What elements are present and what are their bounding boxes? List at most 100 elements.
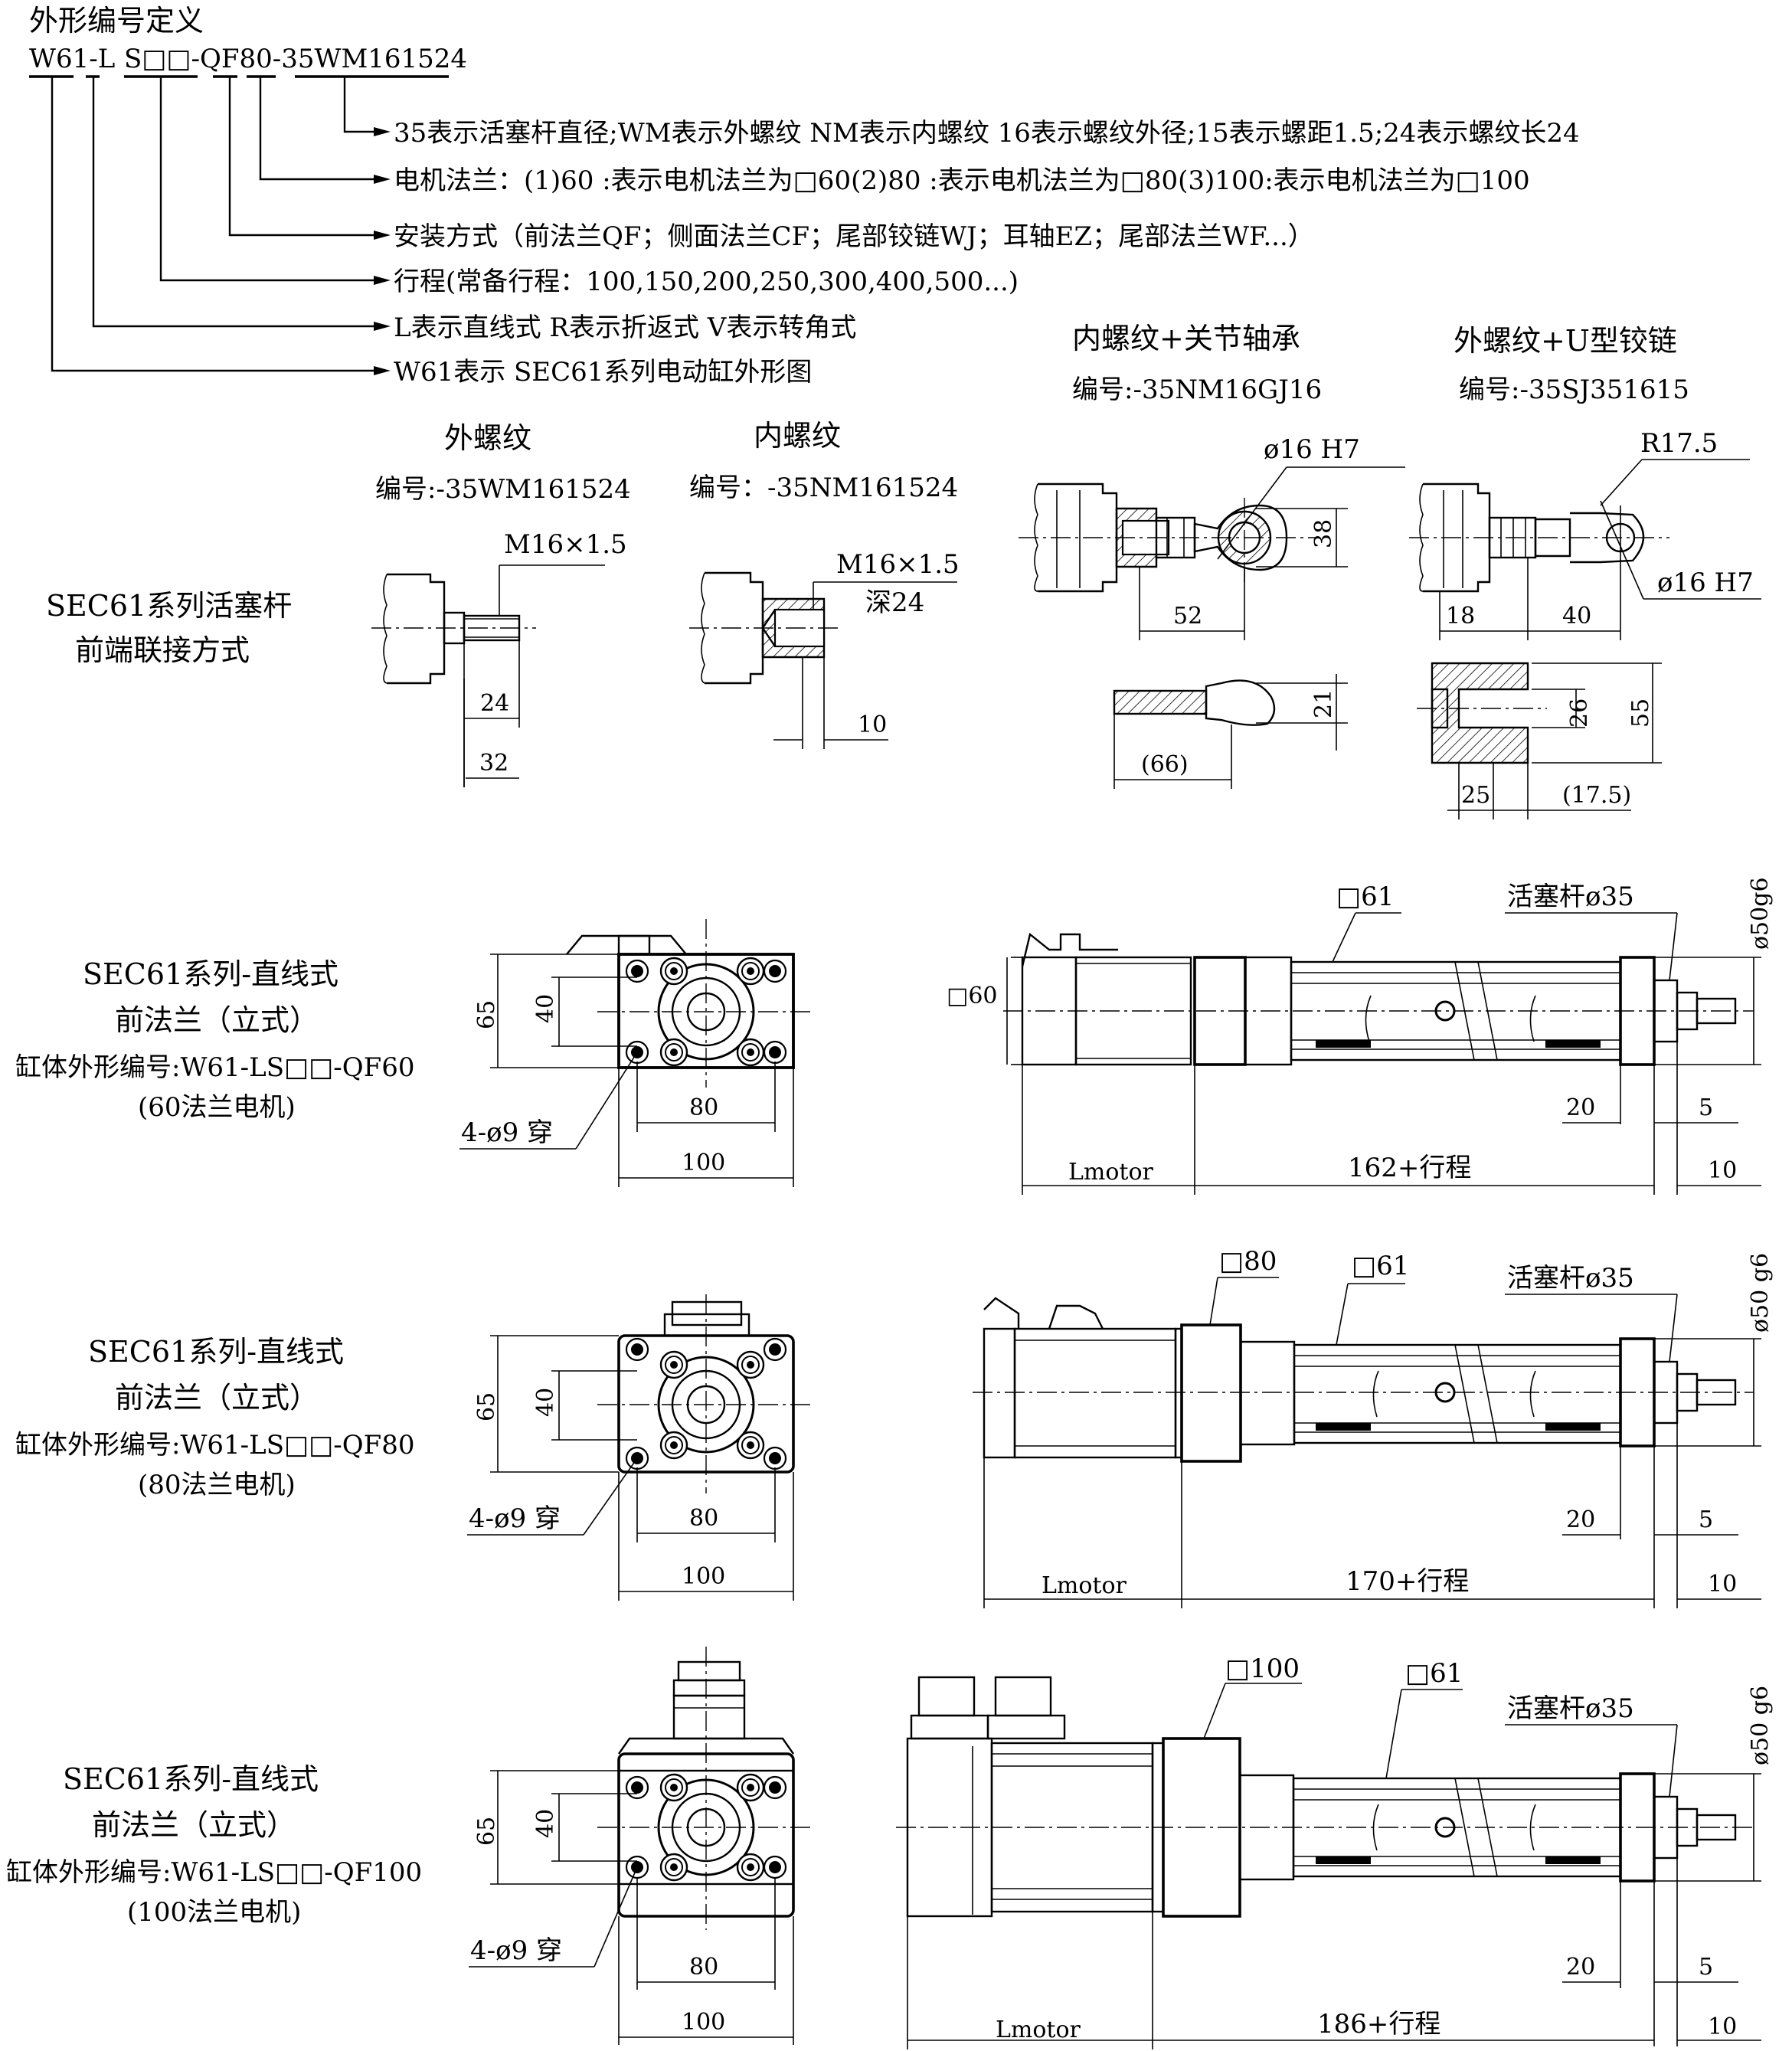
view-qf60: SEC61系列-直线式 前法兰（立式） 缸体外形编号:W61-LS□□-QF60…: [15, 877, 1774, 1195]
v1-dim-10: 10: [1708, 1157, 1737, 1184]
v3-dim-65: 65: [473, 1817, 500, 1846]
code-part-prefix: W61-L: [29, 44, 115, 74]
v2-flange-sq: □80: [1219, 1246, 1277, 1277]
code-item-series: W61表示 SEC61系列电动缸外形图: [394, 357, 812, 388]
code-definition: 外形编号定义 W61-L S□□-QF80-35WM161524: [29, 4, 1580, 388]
clevis-dim-17-5: (17.5): [1562, 782, 1631, 809]
joint-dim-38: 38: [1310, 519, 1337, 548]
v2-dim-40: 40: [532, 1388, 559, 1417]
v2-dim-100: 100: [682, 1563, 725, 1590]
v2-tube-sq: □61: [1352, 1251, 1409, 1281]
v1-label-4: (60法兰电机): [138, 1092, 296, 1123]
v2-dim-5: 5: [1699, 1506, 1713, 1533]
joint-dim-66: (66): [1141, 751, 1189, 778]
joint-bearing-view: 内螺纹+关节轴承 编号:-35NM16GJ16 ø16 H7 38: [1019, 322, 1405, 789]
v3-dim-20: 20: [1566, 1954, 1595, 1981]
joint-code: 编号:-35NM16GJ16: [1072, 375, 1322, 405]
v1-label-1: SEC61系列-直线式: [83, 957, 338, 991]
v3-label-1: SEC61系列-直线式: [63, 1762, 319, 1796]
rod-end-label-2: 前端联接方式: [75, 633, 250, 667]
v1-side-view: □60 □61 活塞杆ø35 ø50g6 20 5 Lmotor 162+行程: [947, 877, 1774, 1195]
v1-rod: 活塞杆ø35: [1507, 882, 1634, 912]
v1-lmotor: Lmotor: [1068, 1159, 1154, 1186]
v2-label-4: (80法兰电机): [138, 1470, 296, 1500]
v1-body: 162+行程: [1348, 1153, 1471, 1183]
ext-thread-size: M16×1.5: [504, 529, 627, 560]
v1-dim-40: 40: [532, 994, 559, 1023]
v3-dim-40: 40: [532, 1809, 559, 1838]
v2-side-view: □80 □61 活塞杆ø35 ø50 g6 20 5 Lmotor 170+行: [973, 1246, 1774, 1608]
v2-holes: 4-ø9 穿: [469, 1503, 561, 1534]
clevis-dim-55: 55: [1627, 698, 1654, 728]
v2-lmotor: Lmotor: [1042, 1572, 1127, 1599]
v1-dim-5: 5: [1699, 1094, 1713, 1121]
joint-title: 内螺纹+关节轴承: [1072, 322, 1300, 355]
v2-dim-10: 10: [1708, 1571, 1737, 1598]
v1-dim-20: 20: [1566, 1094, 1595, 1121]
clevis-dim-26: 26: [1566, 698, 1593, 728]
rod-end-label-1: SEC61系列活塞杆: [46, 589, 292, 623]
clevis-dim-25: 25: [1461, 782, 1490, 809]
clevis-code: 编号:-35SJ351615: [1459, 375, 1689, 405]
code-item-mount: 安装方式（前法兰QF；侧面法兰CF；尾部铰链WJ；耳轴EZ；尾部法兰WF...）: [394, 221, 1314, 252]
v2-label-3: 缸体外形编号:W61-LS□□-QF80: [15, 1430, 415, 1461]
v2-rod-dia: ø50 g6: [1747, 1253, 1774, 1333]
v3-body: 186+行程: [1317, 2009, 1440, 2040]
ext-thread-title: 外螺纹: [444, 421, 531, 455]
v1-tube-sq: □61: [1336, 882, 1394, 912]
v2-dim-80: 80: [689, 1505, 718, 1532]
v3-rod: 活塞杆ø35: [1507, 1693, 1634, 1724]
v2-front-view: 65 40 80 100 4-ø9 穿: [467, 1294, 812, 1601]
ext-thread-code: 编号:-35WM161524: [375, 474, 631, 505]
v1-holes: 4-ø9 穿: [461, 1117, 553, 1148]
int-thread-depth: 深24: [865, 587, 924, 618]
v2-dim-20: 20: [1566, 1506, 1595, 1533]
v2-body: 170+行程: [1346, 1566, 1469, 1597]
v1-label-3: 缸体外形编号:W61-LS□□-QF60: [15, 1052, 415, 1083]
code-item-rod: 35表示活塞杆直径;WM表示外螺纹 NM表示内螺纹 16表示螺纹外径;15表示螺…: [394, 118, 1580, 149]
clevis-dim-18: 18: [1446, 603, 1475, 630]
v3-dim-100: 100: [682, 2009, 725, 2036]
v3-dim-5: 5: [1699, 1954, 1713, 1981]
v1-dim-65: 65: [473, 1000, 500, 1029]
u-clevis-view: 外螺纹+U型铰链 编号:-35SJ351615 R17.5 ø16 H7: [1409, 324, 1761, 819]
v3-holes: 4-ø9 穿: [470, 1935, 562, 1966]
clevis-dim-40: 40: [1562, 603, 1591, 630]
v2-label-1: SEC61系列-直线式: [88, 1335, 344, 1369]
v3-rod-dia: ø50 g6: [1747, 1686, 1774, 1765]
ext-dim-24: 24: [480, 690, 509, 717]
v1-motor-sq: □60: [947, 983, 998, 1009]
v2-label-2: 前法兰（立式）: [115, 1381, 319, 1415]
v1-dim-80: 80: [689, 1094, 718, 1121]
v1-rod-dia: ø50g6: [1747, 877, 1774, 950]
v3-flange-sq: □100: [1225, 1654, 1300, 1684]
view-qf100: SEC61系列-直线式 前法兰（立式） 缸体外形编号:W61-LS□□-QF10…: [6, 1647, 1774, 2049]
int-thread-size: M16×1.5: [836, 549, 960, 580]
v3-label-3: 缸体外形编号:W61-LS□□-QF100: [6, 1857, 422, 1888]
v1-front-view: 65 40 80 100 4-ø9 穿: [459, 919, 812, 1187]
clevis-title: 外螺纹+U型铰链: [1454, 324, 1677, 358]
int-dim-10: 10: [858, 711, 887, 738]
v1-dim-100: 100: [682, 1150, 725, 1176]
v3-tube-sq: □61: [1405, 1658, 1463, 1689]
clevis-radius: R17.5: [1640, 428, 1718, 459]
code-part-suffix: S□□-QF80-35WM161524: [124, 44, 467, 74]
v3-lmotor: Lmotor: [996, 2017, 1081, 2043]
v3-label-4: (100法兰电机): [127, 1897, 301, 1928]
int-thread-view: 内螺纹 编号：-35NM161524 M16×1.5 深24 10: [689, 419, 960, 749]
code-item-stroke: 行程(常备行程：100,150,200,250,300,400,500...): [394, 267, 1019, 297]
code-item-type: L表示直线式 R表示折返式 V表示转角式: [394, 312, 856, 343]
v2-dim-65: 65: [473, 1392, 500, 1421]
int-thread-code: 编号：-35NM161524: [689, 473, 958, 503]
v1-label-2: 前法兰（立式）: [115, 1003, 319, 1037]
joint-dim-52: 52: [1173, 603, 1202, 630]
clevis-bore: ø16 H7: [1657, 568, 1754, 598]
ext-thread-view: 外螺纹 编号:-35WM161524 M16×1.5 24 32: [371, 421, 631, 787]
v3-front-view: 65 40 80 100 4-ø9 穿: [469, 1647, 812, 2045]
joint-dim-21: 21: [1310, 689, 1337, 718]
v3-label-2: 前法兰（立式）: [92, 1808, 296, 1842]
view-qf80: SEC61系列-直线式 前法兰（立式） 缸体外形编号:W61-LS□□-QF80…: [15, 1246, 1774, 1608]
v3-side-view: □100 □61 活塞杆ø35 ø50 g6 20 5 Lmotor 186+: [896, 1654, 1774, 2049]
v2-rod: 活塞杆ø35: [1507, 1263, 1634, 1294]
